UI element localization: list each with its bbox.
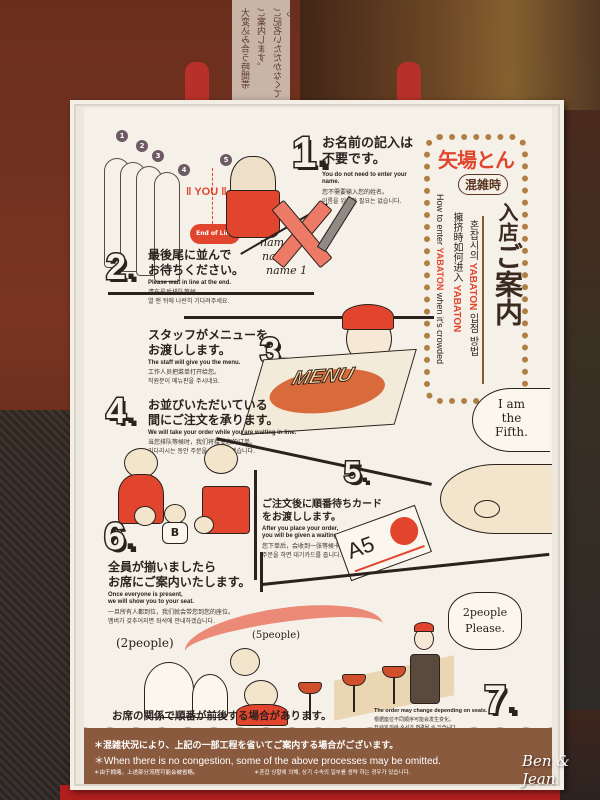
- step-1-korean: 이름을 입력할 필요는 없습니다.: [322, 198, 402, 205]
- step-4-korean: 기다리시는 동안 주문을 받아드리겠습니다.: [148, 448, 255, 455]
- step-number-2: 2.: [104, 245, 137, 289]
- carpet-floor: [0, 410, 80, 800]
- subtitle-korean: 혼잡시의 YABATON 입점 방법: [467, 220, 478, 356]
- step-3-heading: スタッフがメニューを お渡しします。: [148, 328, 269, 357]
- cross-mark-icon: [270, 202, 330, 262]
- footer-note-korean: ＊혼잡 상황에 의해, 상기 수속의 일부를 생략 하는 경우가 있습니다.: [254, 770, 411, 776]
- queue-illustration: 1 2 3 4 5 ‖ YOU ‖ End of Line: [104, 128, 304, 282]
- section-divider: [108, 292, 314, 295]
- section-divider: [216, 437, 432, 486]
- step-4-chinese: 当您排队等候时，我们将接受您的订单。: [148, 439, 257, 446]
- staff-apron: [410, 654, 440, 704]
- brand-logo: 矢場とん: [438, 148, 515, 172]
- queue-number-badge: 3: [152, 150, 164, 162]
- step-6-english: Once everyone is present, we will show y…: [108, 592, 195, 605]
- pig-child-head: [134, 506, 156, 526]
- subtitle-chinese: 擁挤時如何进入 YABATON: [451, 212, 462, 333]
- footer-band: [84, 728, 552, 784]
- step-7-english: The order may change depending on seats.: [374, 708, 488, 714]
- poster-title-box: 矢場とん 混雑時 入店ご案内 혼잡시의 YABATON 입점 방법 擁挤時如何进…: [424, 134, 528, 404]
- five-people-label: (5people): [252, 630, 301, 641]
- pig-mascot-peeking: [440, 464, 552, 534]
- queue-number-badge: 5: [220, 154, 232, 166]
- step-6-chinese: 一旦所有人都到位，我们就会带您到您的座位。: [108, 609, 235, 616]
- pig-child-head: [164, 504, 186, 524]
- step-1-chinese: 您不需要输入您的姓名。: [322, 189, 389, 196]
- reflected-sign-line: ご案内します。: [258, 8, 268, 71]
- stool-leg: [309, 694, 311, 720]
- you-dashed-arrow: [212, 168, 213, 224]
- section-divider: [254, 470, 257, 580]
- photographer-watermark: Ben & Jean: [522, 752, 570, 788]
- pig-child-shirt-b: B: [162, 522, 188, 544]
- step-5-chinese: 您下单后，会收到一张等候卡。: [262, 543, 347, 550]
- reflected-sign-line: 大変込み合う時間帯: [242, 8, 252, 89]
- poster-title: 入店ご案内: [491, 202, 524, 326]
- customer-silhouette: [192, 674, 228, 718]
- queue-number-badge: 1: [116, 130, 128, 142]
- step-number-4: 4.: [104, 389, 137, 433]
- queue-number-badge: 4: [178, 164, 190, 176]
- step-3-korean: 직원분이 메뉴판을 주시네요.: [148, 378, 220, 385]
- footer-note-chinese: ＊由于拥堵，上述部分流程可能会被省略。: [94, 770, 199, 776]
- menu-label: MENU: [289, 363, 357, 390]
- step-2-korean: 열 맨 뒤에 나란히 기다려주세요.: [148, 298, 230, 305]
- step-2-chinese: 请在最后排队等候。: [148, 289, 203, 296]
- pig-group-head: [230, 648, 260, 676]
- step-5-korean: 주문을 하면 대기카드를 줍니다.: [262, 552, 342, 559]
- waiting-card-code: A5: [343, 531, 378, 564]
- footer-note-english: ＊When there is no congestion, some of th…: [94, 756, 441, 767]
- fifth-speech-bubble: I am the Fifth.: [472, 388, 550, 452]
- step-1-english: You do not need to enter your name.: [322, 172, 407, 185]
- step-5-heading: ご注文後に順番待ちカード をお渡しします。: [262, 499, 382, 523]
- step-4-heading: お並びいただいている 間にご注文を承ります。: [148, 398, 279, 427]
- step-number-1: 1.: [290, 127, 329, 179]
- pig-snout: [474, 500, 500, 518]
- staff-cap: [414, 622, 434, 632]
- section-divider: [184, 316, 434, 319]
- queue-number-badge: 2: [136, 140, 148, 152]
- stool-leg: [393, 678, 395, 704]
- stool-icon: [298, 682, 322, 694]
- reflected-sign-card: ご記名いただかなくても ご案内します。 大変込み合う時間帯: [232, 0, 297, 105]
- step-2-heading: 最後尾に並んで お待ちください。: [148, 248, 245, 277]
- step-5-english: After you place your order, you will be …: [262, 526, 354, 539]
- step-6-korean: 멤버가 갖추어지면 좌석에 안내하겠습니다.: [108, 618, 215, 625]
- step-number-6: 6.: [102, 515, 136, 560]
- two-people-label: (2people): [116, 636, 174, 650]
- step-1-heading: お名前の記入は 不要です。: [322, 136, 414, 167]
- staff-cap: [342, 304, 394, 330]
- queue-person-4: [154, 172, 180, 282]
- right-background: [560, 110, 600, 710]
- entry-guide-poster: 1 2 3 4 5 ‖ YOU ‖ End of Line 1. お名前の記入は…: [84, 108, 552, 784]
- reflected-window-background: [300, 0, 600, 110]
- step-number-7: 7.: [482, 677, 518, 724]
- step-2-english: Please wait in line at the end.: [148, 280, 232, 286]
- card-pig-logo: [386, 513, 423, 549]
- you-label: ‖ YOU ‖: [186, 186, 227, 198]
- handwritten-name: name 1: [266, 264, 308, 277]
- pig-parent-head: [124, 448, 158, 478]
- crowded-tag: 混雑時: [458, 174, 509, 195]
- step-4-english: We will take your order while you are wa…: [148, 430, 297, 436]
- step-6-heading: 全員が揃いましたら お席にご案内いたします。: [108, 560, 251, 589]
- pig-child-head: [194, 516, 214, 534]
- step-3-chinese: 工作人员把菜单打开给您。: [148, 369, 221, 376]
- step-3-english: The staff will give you the menu.: [148, 360, 241, 366]
- stool-leg: [353, 686, 355, 712]
- reflected-sign-line: ご記名いただかなくても: [274, 8, 297, 98]
- subtitle-english: How to enter YABATON when it's crowded: [435, 194, 445, 365]
- title-divider: [482, 216, 484, 384]
- step-number-5: 5.: [343, 455, 370, 491]
- pig-sumo-head: [204, 444, 238, 474]
- staff-speech-bubble: 2people Please.: [448, 592, 522, 650]
- footer-note-japanese: ＊混雑状況により、上記の一部工程を省いてご案内する場合がございます。: [94, 741, 399, 751]
- section-divider: [260, 552, 263, 592]
